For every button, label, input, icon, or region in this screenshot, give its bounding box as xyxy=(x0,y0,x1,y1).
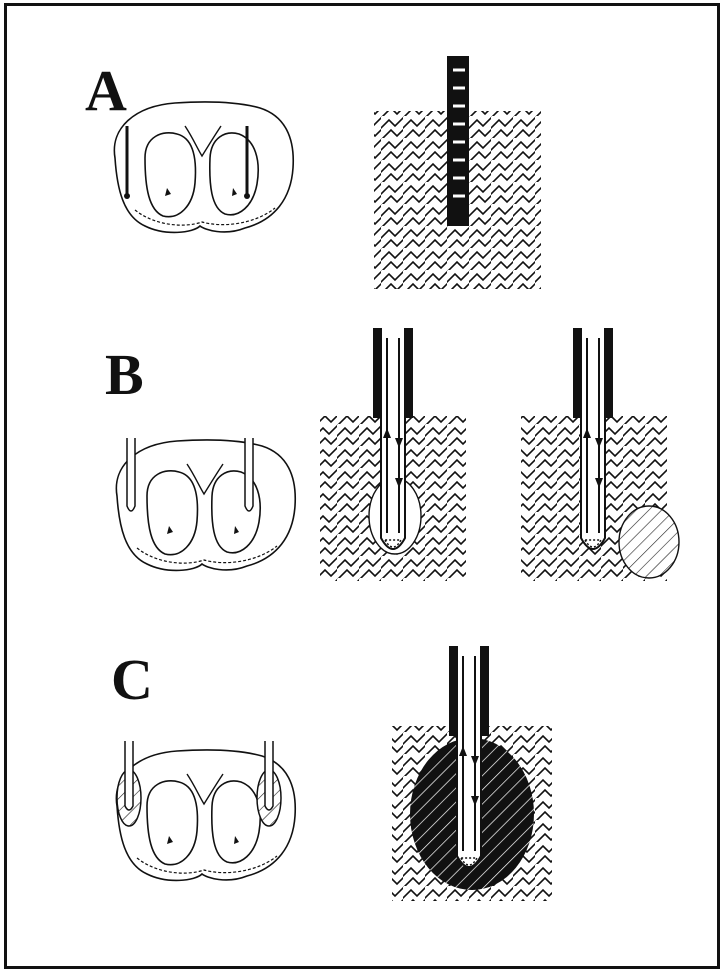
electrode-a xyxy=(447,56,469,226)
brain-section-a xyxy=(114,102,293,233)
figure-artwork xyxy=(7,6,723,972)
panel-b xyxy=(116,328,679,581)
offset-zone-b2 xyxy=(619,506,679,578)
panel-c xyxy=(116,646,552,901)
figure-frame: A B C xyxy=(4,3,720,969)
brain-section-b xyxy=(116,440,295,571)
panel-a xyxy=(114,56,541,289)
